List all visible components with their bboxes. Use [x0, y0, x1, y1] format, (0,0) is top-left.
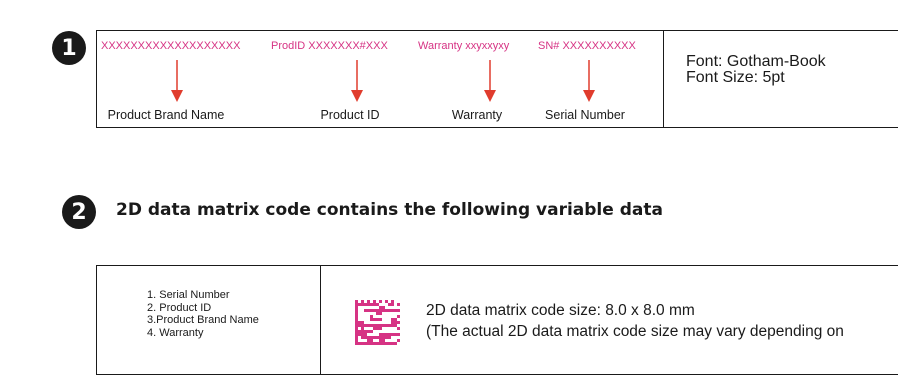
label-serial-number: Serial Number: [545, 108, 625, 122]
matrix-note-line: (The actual 2D data matrix code size may…: [426, 323, 844, 340]
step-1-badge: 1: [52, 31, 86, 65]
font-size: Font Size: 5pt: [686, 69, 785, 86]
font-name: Font: Gotham-Book: [686, 53, 826, 70]
arrow-down-icon: [351, 60, 363, 102]
label-warranty: Warranty: [451, 108, 503, 122]
matrix-info-divider: [320, 265, 321, 375]
sample-warranty: Warranty xxyxxyxy: [418, 40, 510, 52]
list-item: 1. Serial Number: [147, 289, 230, 301]
data-matrix-code-icon: [355, 300, 400, 345]
font-spec: Font: Gotham-Book Font Size: 5pt: [686, 54, 826, 86]
matrix-size-line: 2D data matrix code size: 8.0 x 8.0 mm: [426, 302, 695, 319]
list-item: 4. Warranty: [147, 326, 204, 339]
list-item: 3.Product Brand Name: [147, 314, 259, 326]
step-2-badge: 2: [62, 195, 96, 229]
sample-brand-name: XXXXXXXXXXXXXXXXXXX: [101, 40, 241, 52]
sample-serial-number: SN# XXXXXXXXXX: [538, 40, 636, 52]
variable-data-list: 1. Serial Number 2. Product ID 3.Product…: [147, 289, 259, 339]
sample-product-id: ProdID XXXXXXX#XXX: [271, 40, 388, 52]
arrow-down-icon: [171, 60, 183, 102]
label-layout-box: [96, 30, 898, 128]
list-item: 2. Product ID: [147, 301, 212, 314]
label-brand-name: Product Brand Name: [107, 108, 225, 122]
arrow-down-icon: [484, 60, 496, 102]
arrow-down-icon: [583, 60, 595, 102]
label-product-id: Product ID: [320, 108, 380, 122]
label-layout-divider: [663, 30, 664, 128]
section-2-heading: 2D data matrix code contains the followi…: [116, 200, 663, 220]
matrix-size-text: 2D data matrix code size: 8.0 x 8.0 mm (…: [426, 300, 844, 342]
